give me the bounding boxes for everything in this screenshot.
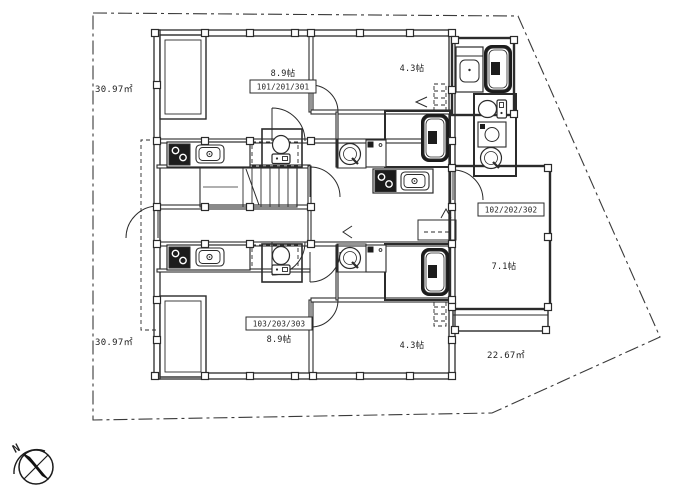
labels: 30.97㎡ 30.97㎡ 22.67㎡ 8.9帖 101/201/301 4.… xyxy=(95,63,545,361)
site-area-left-bottom-label: 30.97㎡ xyxy=(95,337,133,348)
unit-bottom-sub-room-label: 4.3帖 xyxy=(400,340,425,351)
washer-icon-unit-101 xyxy=(365,139,387,168)
kitchen-counter-unit-102 xyxy=(372,168,434,194)
washbasin-icon-unit-103 xyxy=(338,246,362,270)
washbasin-icon-unit-102 xyxy=(479,146,503,170)
dashed-outlines xyxy=(140,83,450,331)
kitchen-counter-unit-101 xyxy=(166,141,251,168)
unit-top-main-room-label: 8.9帖 xyxy=(271,68,296,79)
unit-right-id-box xyxy=(477,202,545,217)
compass-north-label: N xyxy=(10,441,22,456)
compass: N xyxy=(10,441,54,485)
entry-marks xyxy=(342,96,452,239)
unit-right-id-label: 102/202/302 xyxy=(485,206,538,215)
side-rooms xyxy=(159,34,207,378)
washer-icon-unit-103 xyxy=(365,244,387,273)
unit-right-main-room-label: 7.1帖 xyxy=(492,261,517,272)
toilet-icon-unit-103 xyxy=(271,245,291,276)
unit-bottom-id-box xyxy=(245,316,313,331)
unit-top-id-label: 101/201/301 xyxy=(257,83,310,92)
bathtub-icon-unit-101 xyxy=(420,113,450,163)
unit-bottom-id-label: 103/203/303 xyxy=(253,320,306,329)
staircase xyxy=(199,166,298,208)
property-boundary xyxy=(92,12,661,421)
toilet-icon-unit-102 xyxy=(477,99,508,119)
site-area-left-top-label: 30.97㎡ xyxy=(95,84,133,95)
bathtub-icon-unit-103 xyxy=(420,247,450,297)
unit-bottom-main-room-label: 8.9帖 xyxy=(267,334,292,345)
bathtub-icon-unit-102 xyxy=(483,44,513,94)
unit-top-id-box xyxy=(249,79,317,94)
site-area-right-bottom-label: 22.67㎡ xyxy=(487,350,525,361)
kitchen-counter-unit-103 xyxy=(166,244,251,271)
entry-step xyxy=(417,219,457,241)
vanity-icon-unit-102 xyxy=(455,46,484,93)
compass-needle-icon xyxy=(23,453,49,480)
toilet-icon-unit-101 xyxy=(271,134,291,165)
washer-icon-unit-102 xyxy=(477,121,507,148)
unit-top-sub-room-label: 4.3帖 xyxy=(400,63,425,74)
washbasin-icon-unit-101 xyxy=(338,142,362,166)
